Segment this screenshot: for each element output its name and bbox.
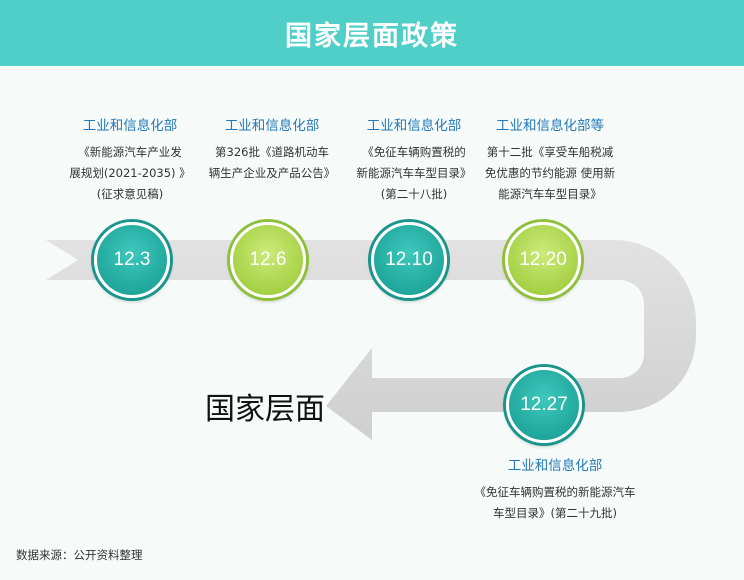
policy-description-line: 车型目录》(第二十九批) [493, 506, 617, 520]
node-annotation-3: 工业和信息化部《免征车辆购置税的新能源汽车车型目录》 (第二十八批) [328, 114, 500, 205]
timeline-node-1: 12.3 [94, 222, 170, 298]
node-annotation-1: 工业和信息化部《新能源汽车产业发展规划(2021-2035) 》 (征求意见稿) [40, 114, 220, 205]
timeline-node-5: 12.27 [506, 367, 582, 443]
policy-description: 《免征车辆购置税的新能源汽车车型目录》 (第二十八批) [328, 142, 500, 205]
node-annotation-4: 工业和信息化部等第十二批《享受车船税减免优惠的节约能源 使用新能源汽车车型目录》 [470, 114, 630, 205]
policy-description-line: (第二十八批) [380, 187, 448, 201]
issuing-org: 工业和信息化部 [82, 118, 178, 134]
timeline-node-2: 12.6 [230, 222, 306, 298]
policy-description-line: 展规划(2021-2035) 》 [69, 166, 191, 180]
timeline-node-3: 12.10 [371, 222, 447, 298]
policy-description-line: 《免征车辆购置税的 [362, 145, 466, 159]
policy-description: 《免征车辆购置税的新能源汽车车型目录》(第二十九批) [455, 482, 655, 524]
node-annotation-2: 工业和信息化部第326批《道路机动车辆生产企业及产品公告》 [182, 114, 362, 184]
page-title: 国家层面政策 [285, 20, 459, 52]
policy-description: 《新能源汽车产业发展规划(2021-2035) 》 (征求意见稿) [40, 142, 220, 205]
policy-description-line: 新能源汽车车型目录》 [356, 166, 472, 180]
policy-description-line: 《免征车辆购置税的新能源汽车 [474, 485, 636, 499]
issuing-org: 工业和信息化部 [366, 118, 462, 134]
policy-description-line: 第十二批《享受车船税减 [486, 145, 614, 159]
issuing-org: 工业和信息化部 [224, 118, 320, 134]
data-source-note: 数据来源：公开资料整理 [16, 548, 143, 562]
timeline-node-4: 12.20 [505, 222, 581, 298]
node-annotation-5: 工业和信息化部《免征车辆购置税的新能源汽车车型目录》(第二十九批) [455, 454, 655, 524]
policy-description-line: 辆生产企业及产品公告》 [208, 166, 336, 180]
center-label: 国家层面 [205, 392, 325, 427]
policy-description-line: (征求意见稿) [96, 187, 164, 201]
issuing-org: 工业和信息化部 [507, 458, 603, 474]
issuing-org: 工业和信息化部等 [496, 118, 604, 134]
policy-description-line: 能源汽车车型目录》 [498, 187, 602, 201]
policy-description-line: 免优惠的节约能源 使用新 [484, 166, 616, 180]
policy-description: 第326批《道路机动车辆生产企业及产品公告》 [182, 142, 362, 184]
policy-description-line: 《新能源汽车产业发 [78, 145, 182, 159]
policy-description-line: 第326批《道路机动车 [215, 145, 329, 159]
policy-description: 第十二批《享受车船税减免优惠的节约能源 使用新能源汽车车型目录》 [470, 142, 630, 205]
header-banner: 国家层面政策 [0, 0, 744, 66]
